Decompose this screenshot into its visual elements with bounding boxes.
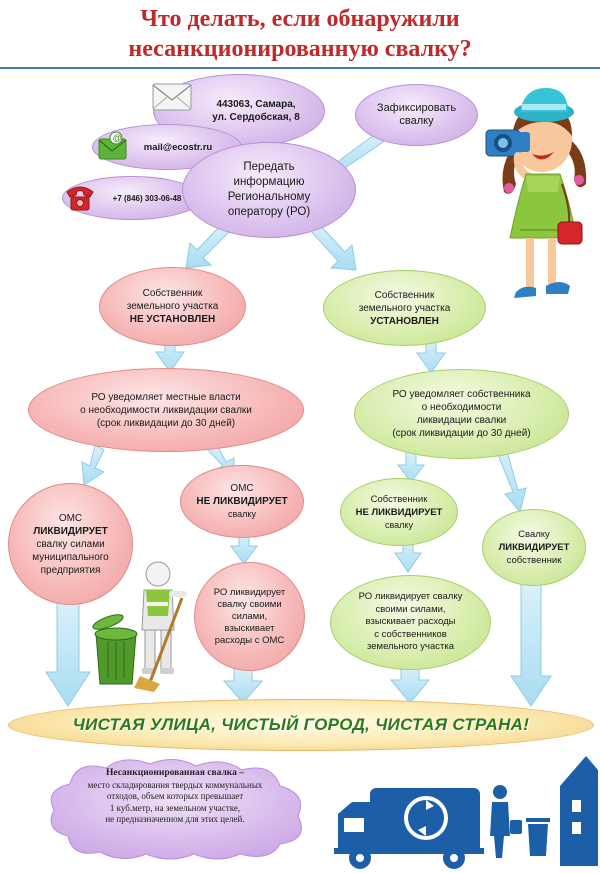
- janitor-with-bin-illustration: [92, 561, 187, 692]
- title-line-1: Что делать, если обнаружили: [140, 6, 460, 32]
- notify-owner-node: РО уведомляет собственника о необходимос…: [354, 369, 569, 459]
- owner-unknown-status: НЕ УСТАНОВЛЕН: [129, 314, 216, 325]
- definition-text: Несанкционированная свалка – место склад…: [64, 768, 286, 826]
- title-line-2: несанкционированную свалку?: [128, 36, 472, 62]
- arrow-transmit-to-unknown: [185, 221, 233, 269]
- owner-unknown-line-2: земельного участка: [126, 301, 219, 312]
- ro-oms-line-5: расходы с ОМС: [214, 634, 285, 646]
- owner-not-line-1: Собственник: [370, 493, 428, 505]
- oms-liquidates-line-3: свалку силами: [36, 538, 105, 550]
- phone-text: +7 (846) 303-06-48: [112, 193, 182, 203]
- envelope-icon: [152, 83, 192, 111]
- ro-owner-line-3: взыскивает расходы: [365, 616, 456, 628]
- owner-known-status: УСТАНОВЛЕН: [370, 315, 439, 327]
- owner-unknown-node: Собственник земельного участка НЕ УСТАНО…: [99, 267, 246, 346]
- page-title: Что делать, если обнаружили несанкционир…: [0, 4, 600, 64]
- arrow-ro-oms-to-banner: [222, 667, 264, 704]
- notify-owner-line-2: о необходимости: [421, 402, 502, 413]
- transmit-line-3: Региональному: [227, 191, 311, 203]
- owner-liquidates-node: Свалку ЛИКВИДИРУЕТ собственник: [482, 509, 586, 586]
- svg-text:@: @: [113, 133, 122, 143]
- transmit-line-4: оператору (РО): [227, 206, 311, 218]
- definition-line-4: не предназначенном для этих целей.: [105, 814, 245, 824]
- record-node: Зафиксировать свалку: [355, 84, 478, 146]
- owner-known-line-1: Собственник: [374, 289, 435, 301]
- owner-not-line-3: свалку: [385, 519, 413, 530]
- arrow-oms-liq-to-banner: [45, 599, 91, 707]
- garbage-truck-pictogram: [334, 756, 598, 869]
- arrow-owner-liq-to-banner: [510, 582, 552, 707]
- arrow-owner-to-owner-liq: [496, 447, 527, 514]
- title-divider: [0, 67, 600, 69]
- owner-known-line-2: земельного участка: [358, 302, 451, 314]
- oms-not-line-1: ОМС: [230, 483, 254, 494]
- notify-authorities-line-3: (срок ликвидации до 30 дней): [96, 417, 236, 429]
- ro-owner-line-4: с собственников: [374, 628, 447, 640]
- transmit-line-2: информацию: [233, 176, 305, 188]
- notify-authorities-node: РО уведомляет местные власти о необходим…: [28, 368, 304, 452]
- definition-line-2: отходов, объем которых превышает: [106, 791, 244, 801]
- owner-unknown-line-1: Собственник: [142, 288, 203, 299]
- ro-oms-line-1: РО ликвидирует: [213, 586, 286, 598]
- notify-owner-line-4: (срок ликвидации до 30 дней): [392, 428, 531, 439]
- email-icon: @: [98, 131, 127, 160]
- ro-oms-line-2: свалку своими: [217, 598, 282, 610]
- oms-not-action: НЕ ЛИКВИДИРУЕТ: [196, 496, 288, 507]
- ro-owner-line-5: земельного участка: [367, 641, 454, 653]
- transmit-node: Передать информацию Региональному операт…: [182, 142, 356, 238]
- ro-owner-line-1: РО ликвидирует свалку: [358, 591, 463, 603]
- arrow-ro-owner-to-banner: [389, 664, 431, 704]
- ro-oms-line-3: силами,: [231, 610, 268, 622]
- notify-authorities-line-2: о необходимости ликвидации свалки: [80, 404, 252, 416]
- oms-liquidates-action: ЛИКВИДИРУЕТ: [33, 525, 108, 537]
- definition-line-3: 1 куб.метр, на земельном участке,: [109, 802, 241, 813]
- definition-line-1: место складирования твердых коммунальных: [87, 779, 263, 790]
- transmit-line-1: Передать: [243, 161, 295, 173]
- notify-owner-line-3: ликвидации свалки: [416, 415, 507, 426]
- definition-cloud: [50, 759, 302, 860]
- owner-liquidates-action: ЛИКВИДИРУЕТ: [498, 542, 570, 553]
- record-line-2: свалку: [399, 115, 434, 127]
- email-text: mail@ecostr.ru: [143, 141, 213, 153]
- oms-liquidates-node: ОМС ЛИКВИДИРУЕТ свалку силами муниципаль…: [8, 483, 133, 605]
- oms-liquidates-line-5: предприятия: [40, 564, 101, 576]
- slogan-text: ЧИСТАЯ УЛИЦА, ЧИСТЫЙ ГОРОД, ЧИСТАЯ СТРАН…: [72, 715, 530, 734]
- record-line-1: Зафиксировать: [376, 102, 457, 114]
- notify-authorities-line-1: РО уведомляет местные власти: [91, 391, 241, 403]
- oms-not-liquidating-node: ОМС НЕ ЛИКВИДИРУЕТ свалку: [180, 465, 304, 538]
- oms-liquidates-line-4: муниципального: [32, 551, 109, 563]
- notify-owner-line-1: РО уведомляет собственника: [392, 389, 531, 400]
- definition-term: Несанкционированная свалка –: [105, 768, 244, 778]
- address-line-2: ул. Сердобская, 8: [212, 112, 300, 123]
- ro-liquidates-owner-node: РО ликвидирует свалку своими силами, взы…: [330, 575, 491, 670]
- girl-with-camera-illustration: [485, 88, 587, 298]
- ro-owner-line-2: своими силами,: [375, 603, 446, 615]
- arrow-authorities-to-oms-liq: [81, 444, 106, 486]
- oms-not-line-3: свалку: [228, 509, 256, 519]
- ro-liquidates-oms-node: РО ликвидирует свалку своими силами, взы…: [194, 562, 305, 671]
- address-line-1: 443063, Самара,: [216, 99, 296, 110]
- owner-not-liquidating-node: Собственник НЕ ЛИКВИДИРУЕТ свалку: [340, 478, 458, 546]
- oms-liquidates-line-1: ОМС: [58, 512, 83, 524]
- owner-liquidates-line-1: Свалку: [518, 529, 550, 540]
- ro-oms-line-4: взыскивает: [224, 622, 275, 634]
- owner-known-node: Собственник земельного участка УСТАНОВЛЕ…: [323, 270, 486, 346]
- owner-liquidates-line-3: собственник: [506, 555, 562, 566]
- slogan-banner: ЧИСТАЯ УЛИЦА, ЧИСТЫЙ ГОРОД, ЧИСТАЯ СТРАН…: [8, 699, 594, 751]
- phone-icon: [66, 186, 94, 211]
- owner-not-action: НЕ ЛИКВИДИРУЕТ: [355, 506, 443, 518]
